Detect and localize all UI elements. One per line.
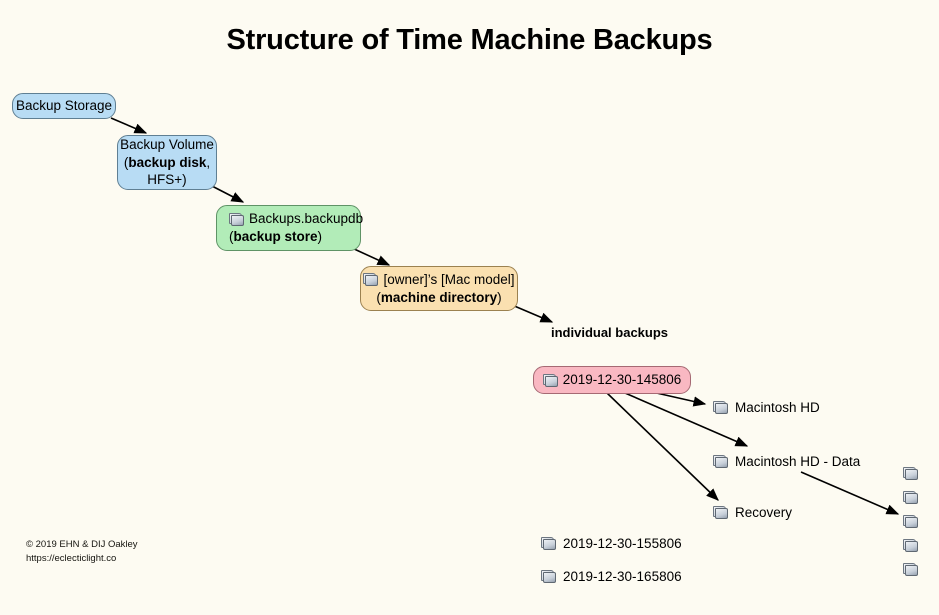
- edge-145806-to-recovery: [606, 392, 719, 501]
- node-machine-directory[interactable]: [owner]’s [Mac model] (machine directory…: [360, 266, 518, 311]
- folder-icon: [542, 373, 558, 387]
- node-backup-volume-line2-bold: backup disk: [128, 154, 207, 170]
- node-backup-145806[interactable]: 2019-12-30-145806: [533, 366, 691, 394]
- edge-data-to-folder-stack: [800, 471, 900, 515]
- credit-block: © 2019 EHN & DIJ Oakley https://eclectic…: [26, 538, 138, 566]
- leaf-backup-155806-label: 2019-12-30-155806: [563, 536, 682, 551]
- node-backup-volume-line1: Backup Volume: [120, 136, 214, 152]
- leaf-macintosh-hd-label: Macintosh HD: [735, 400, 820, 415]
- individual-backups-label: individual backups: [551, 325, 669, 340]
- folder-icon: [363, 273, 379, 287]
- folder-icon: [903, 539, 918, 552]
- data-folder-stack-item-3[interactable]: [903, 513, 918, 528]
- node-backup-volume[interactable]: Backup Volume (backup disk, HFS+): [117, 135, 217, 190]
- folder-icon: [541, 570, 556, 583]
- leaf-macintosh-hd[interactable]: Macintosh HD: [713, 400, 820, 415]
- edge-machine-to-individual: [511, 304, 554, 323]
- node-backups-backupdb[interactable]: Backups.backupdb (backup store): [216, 205, 363, 251]
- folder-icon: [903, 515, 918, 528]
- folder-icon: [903, 563, 918, 576]
- leaf-recovery-label: Recovery: [735, 505, 793, 520]
- edge-volume-to-backupdb: [209, 184, 245, 203]
- leaf-macintosh-hd-data-label: Macintosh HD - Data: [735, 454, 861, 469]
- folder-icon: [713, 401, 728, 414]
- leaf-macintosh-hd-data[interactable]: Macintosh HD - Data: [713, 454, 860, 469]
- node-machine-directory-line2-bold: machine directory: [380, 289, 498, 305]
- credit-line-2: https://eclecticlight.co: [26, 552, 117, 564]
- data-folder-stack-item-4[interactable]: [903, 537, 918, 552]
- edge-storage-to-volume: [110, 117, 148, 134]
- leaf-backup-155806[interactable]: 2019-12-30-155806: [541, 536, 682, 551]
- data-folder-stack-item-5[interactable]: [903, 561, 918, 576]
- page-title: Structure of Time Machine Backups: [226, 24, 713, 56]
- node-machine-directory-line1: [owner]’s [Mac model]: [363, 271, 515, 289]
- folder-icon: [541, 537, 556, 550]
- node-backup-volume-line2: (backup disk,: [123, 154, 211, 170]
- folder-icon: [713, 506, 728, 519]
- folder-icon: [229, 212, 244, 226]
- node-backup-volume-line3: HFS+): [147, 172, 187, 188]
- data-folder-stack-item-2[interactable]: [903, 489, 918, 504]
- folder-icon: [903, 467, 918, 480]
- node-machine-directory-line2: (machine directory): [376, 289, 502, 305]
- edge-backupdb-to-machine: [351, 247, 391, 266]
- credit-line-1: © 2019 EHN & DIJ Oakley: [26, 539, 138, 550]
- node-backups-backupdb-line1: Backups.backupdb: [229, 210, 363, 228]
- node-machine-directory-text: [owner]’s [Mac model]: [383, 271, 515, 287]
- node-backups-backupdb-line2-bold: backup store: [233, 229, 318, 244]
- node-backup-storage[interactable]: Backup Storage: [12, 93, 116, 119]
- leaf-backup-165806[interactable]: 2019-12-30-165806: [541, 569, 682, 584]
- folder-icon: [903, 491, 918, 504]
- node-backups-backupdb-text: Backups.backupdb: [249, 211, 364, 227]
- node-backup-storage-label: Backup Storage: [15, 98, 113, 114]
- node-backups-backupdb-line2: (backup store): [229, 229, 323, 244]
- data-folder-stack-item-1[interactable]: [903, 465, 918, 480]
- node-backup-145806-label: 2019-12-30-145806: [562, 372, 682, 388]
- leaf-recovery[interactable]: Recovery: [713, 505, 792, 520]
- folder-icon: [713, 455, 728, 468]
- leaf-backup-165806-label: 2019-12-30-165806: [563, 569, 682, 584]
